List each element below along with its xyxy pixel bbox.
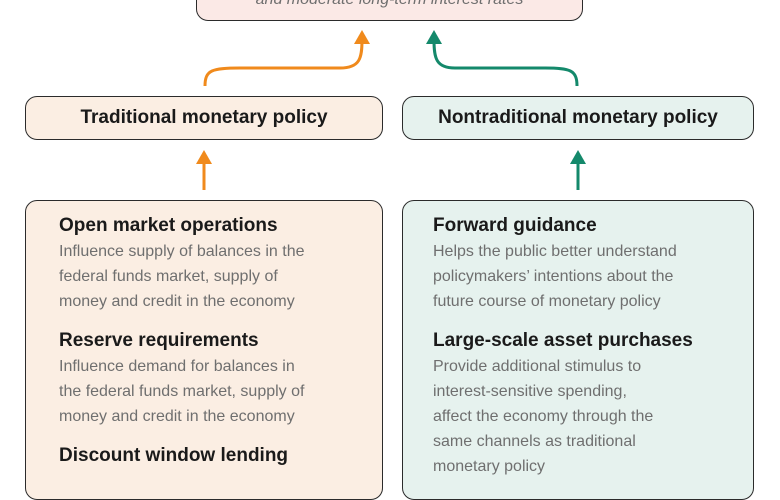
arrow-nontrad-to-goal <box>432 39 579 87</box>
arrow-head-trad-goal <box>354 30 370 44</box>
arrow-head-nontrad-goal <box>426 30 442 44</box>
arrow-trad-to-goal <box>203 39 364 87</box>
item-desc: Influence supply of balances in the fede… <box>59 243 305 310</box>
arrow-head-nontrad-up <box>570 150 586 164</box>
traditional-panel: Open market operations Influence supply … <box>25 200 383 500</box>
list-item: Large-scale asset purchases Provide addi… <box>433 328 753 479</box>
goal-box: and moderate long-term interest rates <box>196 0 583 21</box>
item-title: Open market operations <box>59 215 278 236</box>
nontraditional-panel: Forward guidance Helps the public better… <box>402 200 754 500</box>
item-desc: Provide additional stimulus to interest-… <box>433 358 654 475</box>
item-desc: Influence demand for balances in the fed… <box>59 358 305 425</box>
nontraditional-header: Nontraditional monetary policy <box>402 96 754 140</box>
traditional-header: Traditional monetary policy <box>25 96 383 140</box>
goal-text: and moderate long-term interest rates <box>197 0 582 9</box>
item-title: Forward guidance <box>433 215 597 236</box>
list-item: Forward guidance Helps the public better… <box>433 213 753 314</box>
arrow-head-trad-up <box>196 150 212 164</box>
list-item: Discount window lending <box>59 443 382 469</box>
item-desc: Helps the public better understand polic… <box>433 243 677 310</box>
list-item: Open market operations Influence supply … <box>59 213 382 314</box>
item-title: Large-scale asset purchases <box>433 330 693 351</box>
item-title: Reserve requirements <box>59 330 259 351</box>
list-item: Reserve requirements Influence demand fo… <box>59 328 382 429</box>
item-title: Discount window lending <box>59 445 289 466</box>
